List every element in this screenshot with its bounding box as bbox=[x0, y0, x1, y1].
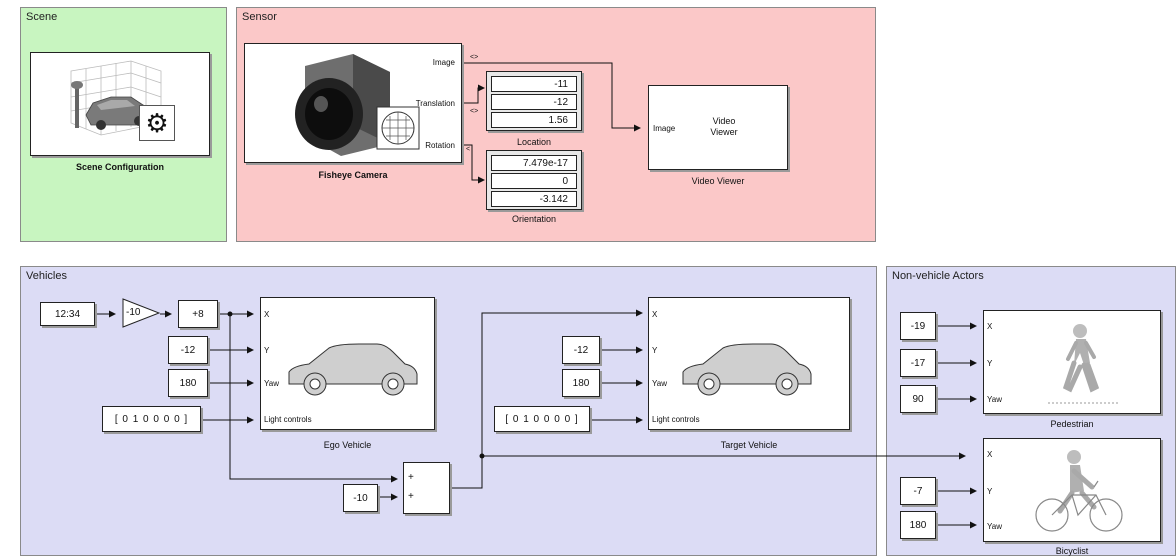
scene-configuration-label: Scene Configuration bbox=[30, 162, 210, 172]
car-icon bbox=[281, 328, 421, 408]
digital-clock-block[interactable]: 12:34 bbox=[40, 302, 95, 326]
ego-vehicle-block[interactable]: X Y Yaw Light controls bbox=[260, 297, 435, 430]
car-icon bbox=[675, 328, 835, 408]
location-x-value: -11 bbox=[491, 76, 577, 92]
ego-vehicle-label: Ego Vehicle bbox=[260, 440, 435, 450]
sum-block[interactable]: +8 bbox=[178, 300, 218, 328]
garage-car-icon bbox=[31, 53, 209, 155]
ego-yaw-constant[interactable]: 180 bbox=[168, 369, 208, 397]
gain-value: -10 bbox=[126, 307, 140, 318]
location-label: Location bbox=[486, 137, 582, 147]
ped-port-yaw: Yaw bbox=[987, 395, 1002, 404]
gain-block[interactable]: -10 bbox=[122, 298, 160, 328]
ego-y-constant[interactable]: -12 bbox=[168, 336, 208, 364]
scene-configuration-block[interactable]: ⚙ bbox=[30, 52, 210, 156]
target-vehicle-label: Target Vehicle bbox=[648, 440, 850, 450]
ego-port-light-controls: Light controls bbox=[264, 415, 312, 424]
ped-port-x: X bbox=[987, 322, 992, 331]
fisheye-camera-block[interactable]: Image Translation Rotation bbox=[244, 43, 462, 163]
video-viewer-label: Video Viewer bbox=[648, 176, 788, 186]
target-yaw-constant[interactable]: 180 bbox=[562, 369, 600, 397]
bike-y-constant[interactable]: -7 bbox=[900, 477, 936, 505]
bike-port-yaw: Yaw bbox=[987, 522, 1002, 531]
target-port-yaw: Yaw bbox=[652, 379, 667, 388]
target-vehicle-block[interactable]: X Y Yaw Light controls bbox=[648, 297, 850, 430]
bicyclist-block[interactable]: X Y Yaw bbox=[983, 438, 1161, 542]
location-z-value: 1.56 bbox=[491, 112, 577, 128]
gear-icon: ⚙ bbox=[139, 105, 175, 141]
target-port-x: X bbox=[652, 310, 657, 319]
target-port-y: Y bbox=[652, 346, 657, 355]
pedestrian-label: Pedestrian bbox=[983, 419, 1161, 429]
ego-port-y: Y bbox=[264, 346, 269, 355]
bike-port-y: Y bbox=[987, 487, 992, 496]
camera-port-rotation: Rotation bbox=[425, 141, 455, 150]
wire-add-to-target-x bbox=[450, 313, 642, 488]
pedestrian-block[interactable]: X Y Yaw bbox=[983, 310, 1161, 414]
orientation-x-value: 7.479e-17 bbox=[491, 155, 577, 171]
video-viewer-title: Video Viewer bbox=[689, 116, 759, 138]
ego-lights-constant[interactable]: [ 0 1 0 0 0 0 ] bbox=[102, 406, 201, 432]
add-port-1: + bbox=[408, 472, 414, 483]
translation-bus-mark: <> bbox=[470, 108, 478, 115]
ped-yaw-constant[interactable]: 90 bbox=[900, 385, 936, 413]
video-viewer-line1: Video bbox=[689, 116, 759, 127]
fisheye-camera-label: Fisheye Camera bbox=[244, 170, 462, 180]
camera-port-image: Image bbox=[433, 58, 455, 67]
location-display[interactable]: -11 -12 1.56 bbox=[486, 71, 582, 131]
bike-port-x: X bbox=[987, 450, 992, 459]
orientation-label: Orientation bbox=[486, 214, 582, 224]
target-port-light-controls: Light controls bbox=[652, 415, 700, 424]
wire-translation-to-location bbox=[462, 88, 484, 103]
ped-y-constant[interactable]: -17 bbox=[900, 349, 936, 377]
add-constant[interactable]: -10 bbox=[343, 484, 378, 512]
branch-dot bbox=[480, 454, 485, 459]
video-viewer-block[interactable]: Image Video Viewer bbox=[648, 85, 788, 170]
ego-port-yaw: Yaw bbox=[264, 379, 279, 388]
orientation-display[interactable]: 7.479e-17 0 -3.142 bbox=[486, 150, 582, 210]
bike-yaw-constant[interactable]: 180 bbox=[900, 511, 936, 539]
pedestrian-icon bbox=[1018, 315, 1138, 411]
add-port-2: + bbox=[408, 491, 414, 502]
bicyclist-label: Bicyclist bbox=[983, 546, 1161, 556]
video-viewer-port-image: Image bbox=[653, 124, 675, 133]
target-lights-constant[interactable]: [ 0 1 0 0 0 0 ] bbox=[494, 406, 590, 432]
ped-port-y: Y bbox=[987, 359, 992, 368]
video-viewer-line2: Viewer bbox=[689, 127, 759, 138]
branch-dot bbox=[228, 312, 233, 317]
orientation-y-value: 0 bbox=[491, 173, 577, 189]
camera-port-translation: Translation bbox=[416, 99, 455, 108]
target-y-constant[interactable]: -12 bbox=[562, 336, 600, 364]
location-y-value: -12 bbox=[491, 94, 577, 110]
ego-port-x: X bbox=[264, 310, 269, 319]
ped-x-constant[interactable]: -19 bbox=[900, 312, 936, 340]
add-block[interactable]: + + bbox=[403, 462, 450, 514]
rotation-bus-mark: < bbox=[466, 146, 470, 153]
bicyclist-icon bbox=[1014, 441, 1144, 541]
image-bus-mark: <> bbox=[470, 54, 478, 61]
orientation-z-value: -3.142 bbox=[491, 191, 577, 207]
